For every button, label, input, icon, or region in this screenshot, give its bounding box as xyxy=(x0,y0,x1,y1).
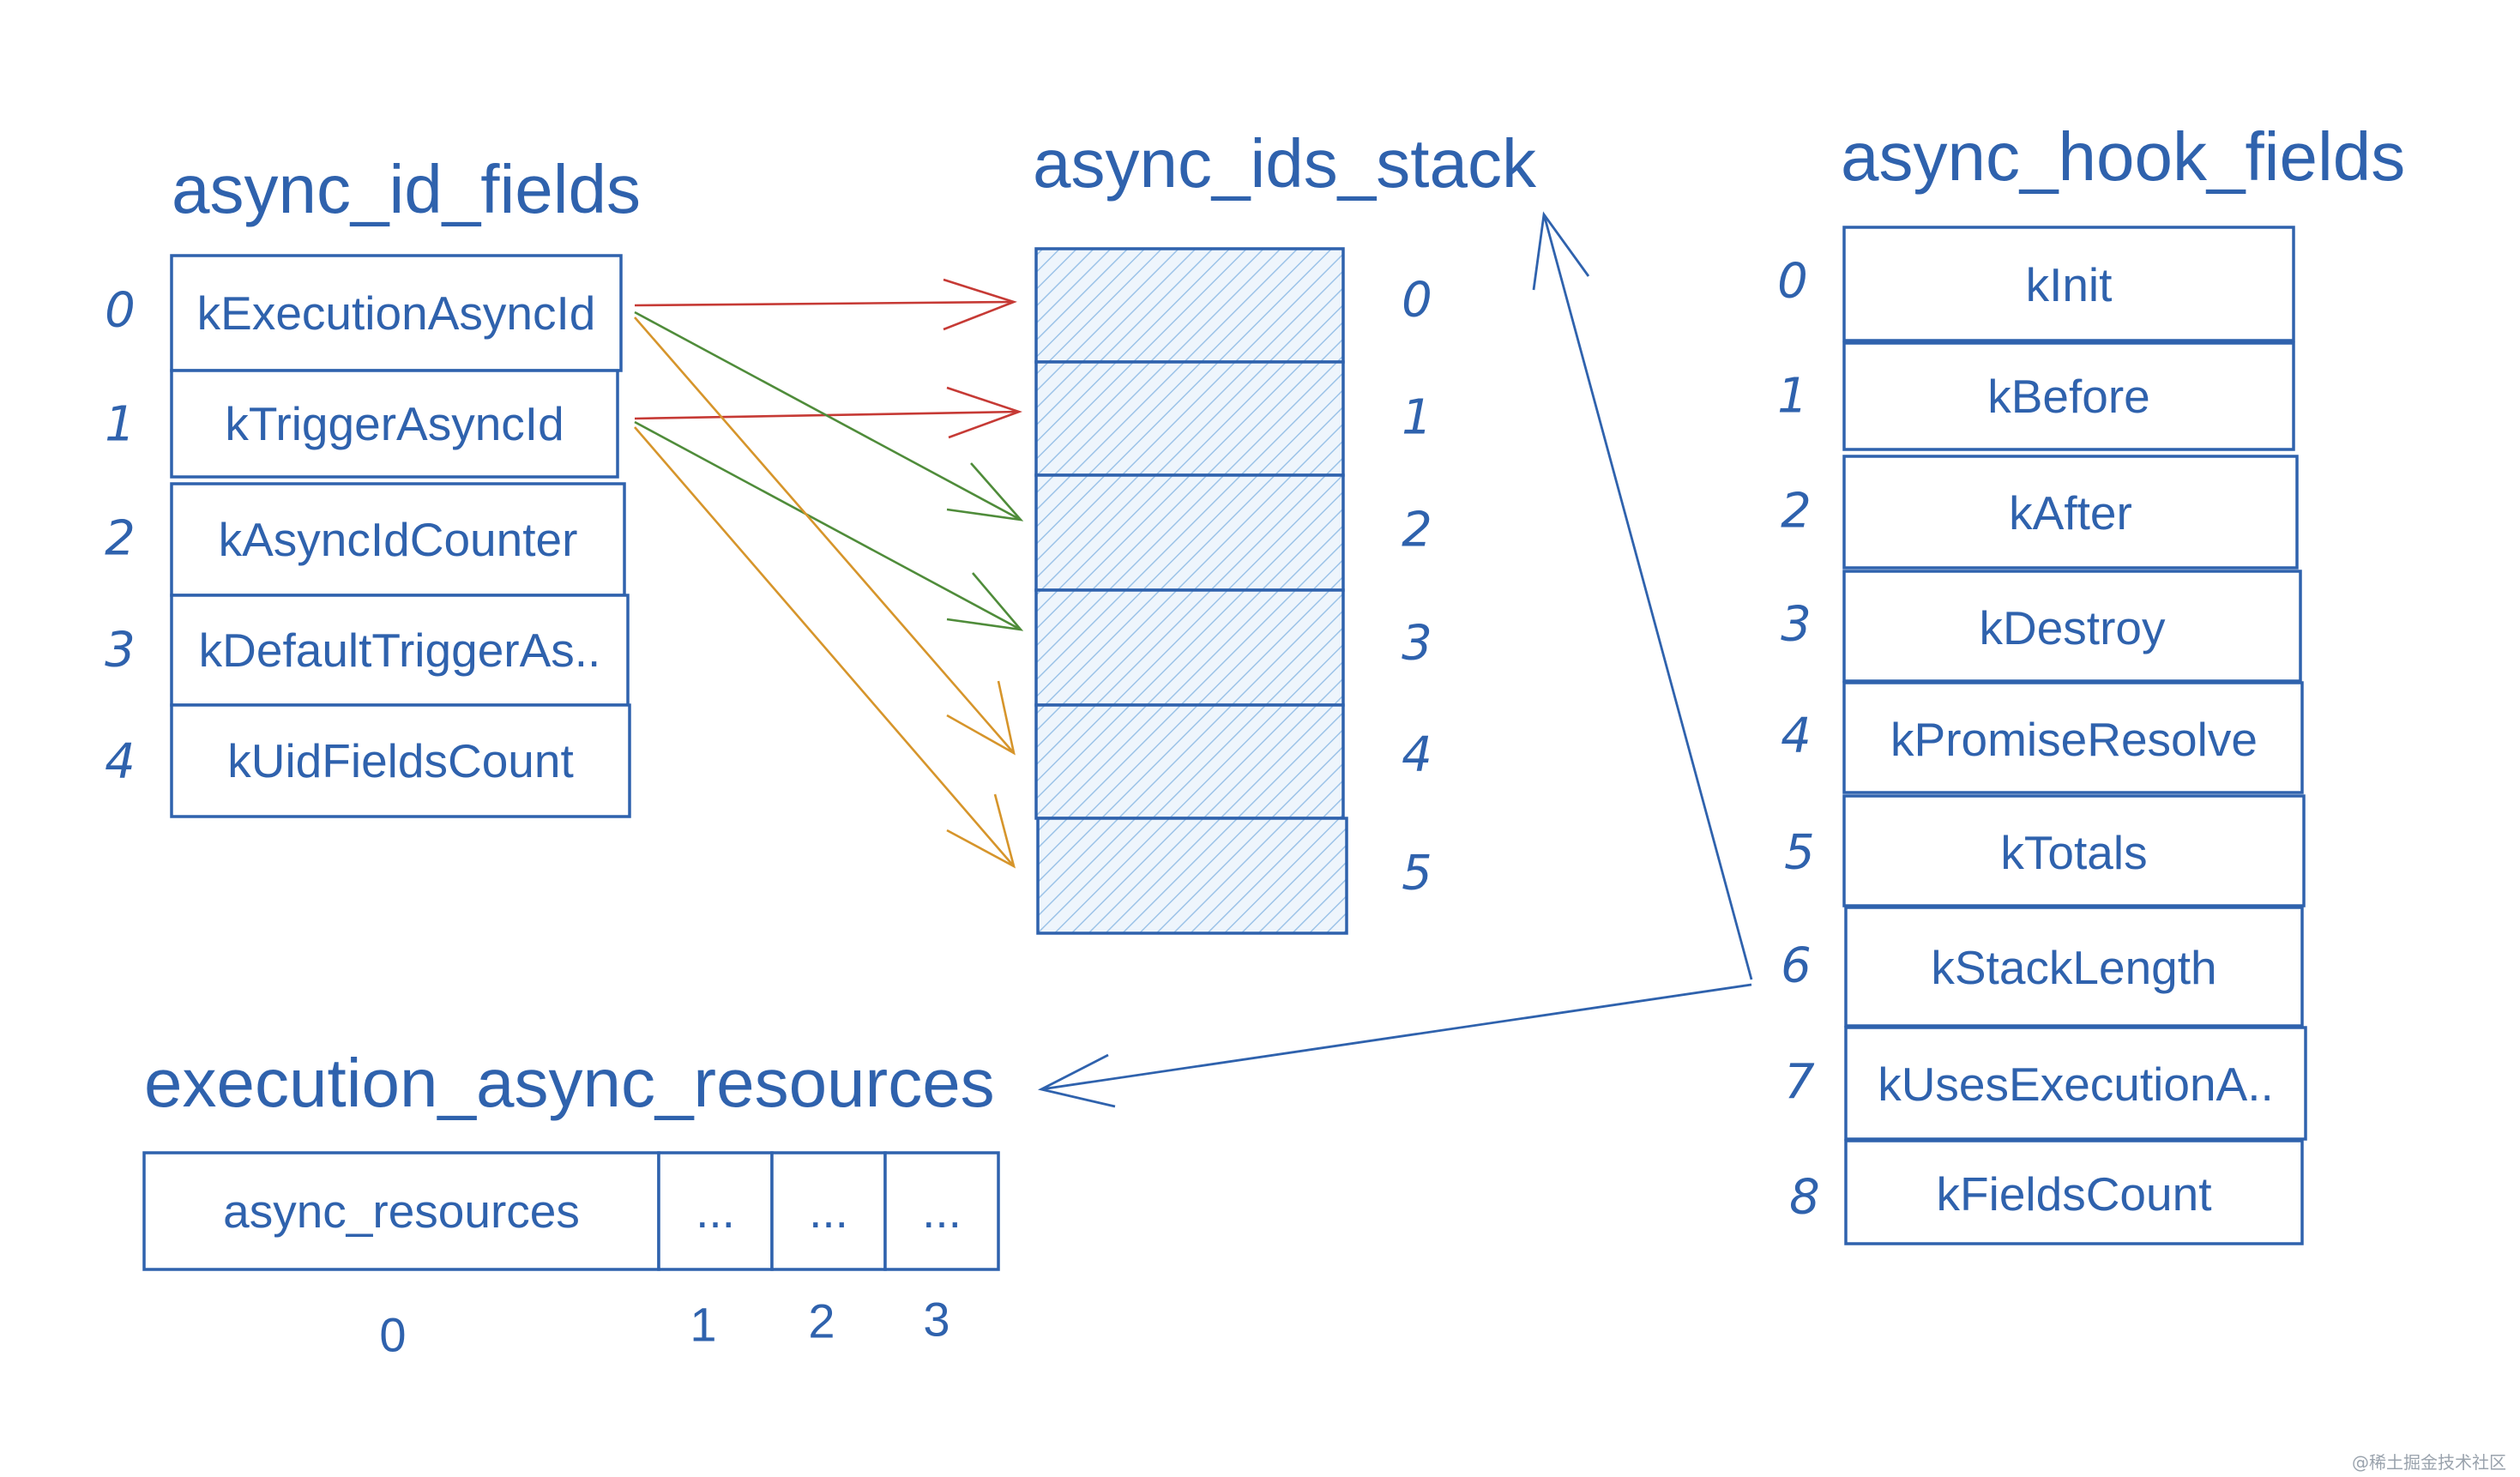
blue-arrow xyxy=(1532,211,1753,980)
async-hook-fields-title: async_hook_fields xyxy=(1841,118,2405,195)
async-hook-field-index: 1 xyxy=(1777,369,1808,425)
stack-slot xyxy=(1034,588,1345,707)
async-hook-field-label: kAfter xyxy=(2009,486,2132,540)
stack-slot-index: 4 xyxy=(1402,727,1432,783)
async-id-field-cell xyxy=(170,703,631,818)
resource-index: 0 xyxy=(379,1308,406,1362)
blue-arrow xyxy=(1037,983,1752,1108)
green-arrow xyxy=(634,420,1024,631)
async-hook-field-cell xyxy=(1842,226,2295,342)
resource-cell xyxy=(657,1151,774,1271)
async-id-field-label: kTriggerAsyncId xyxy=(225,397,564,450)
async-hook-field-label: kInit xyxy=(2026,258,2113,311)
stack-slot-index: 1 xyxy=(1402,390,1432,446)
resource-cell xyxy=(883,1151,1000,1271)
async-id-field-label: kDefaultTriggerAs.. xyxy=(199,624,601,677)
async-hook-field-label: kTotals xyxy=(2000,826,2147,879)
async-id-field-label: kAsyncIdCounter xyxy=(219,513,578,566)
async-hook-field-label: kDestroy xyxy=(1980,601,2166,654)
async-hook-field-index: 4 xyxy=(1781,708,1812,764)
async-hook-field-cell xyxy=(1842,794,2306,907)
stack-slot-index: 3 xyxy=(1402,616,1432,672)
async-hook-field-index: 6 xyxy=(1781,938,1812,994)
async-id-field-index: 4 xyxy=(105,734,136,790)
stack-slot xyxy=(1034,360,1345,477)
async-hook-field-cell xyxy=(1844,1026,2307,1141)
async-hook-field-index: 5 xyxy=(1784,825,1815,881)
watermark: @稀土掘金技术社区 xyxy=(2352,1452,2506,1473)
async-ids-stack-array: async_ids_stack 0 1 2 3 4 5 xyxy=(1033,125,1537,935)
async-id-field-cell xyxy=(170,482,626,597)
async-hook-field-cell xyxy=(1842,681,2304,794)
execution-async-resources-title: execution_async_resources xyxy=(144,1045,995,1121)
async-hook-field-cell xyxy=(1844,906,2304,1028)
async-ids-stack-title: async_ids_stack xyxy=(1033,125,1537,202)
async-hook-field-label: kStackLength xyxy=(1931,941,2216,994)
orange-arrow xyxy=(634,316,1016,756)
async-hook-field-cell xyxy=(1842,341,2295,451)
async-hook-field-cell xyxy=(1844,1139,2304,1245)
red-arrow xyxy=(634,386,1022,439)
async-id-field-cell xyxy=(170,594,630,707)
red-arrow xyxy=(634,278,1017,331)
resource-index: 1 xyxy=(690,1298,716,1352)
async-hook-field-index: 3 xyxy=(1781,597,1812,653)
async-id-field-index: 2 xyxy=(105,511,136,567)
stack-slot-index: 2 xyxy=(1402,503,1432,558)
async-hook-field-index: 7 xyxy=(1784,1055,1815,1111)
stack-slot xyxy=(1034,473,1345,592)
async-hook-field-label: kFieldsCount xyxy=(1937,1167,2212,1221)
async-hook-field-cell xyxy=(1842,570,2302,683)
stack-slot xyxy=(1034,247,1345,364)
async-hook-field-cell xyxy=(1842,455,2299,570)
async-hook-fields-array: async_hook_fields kInit kBefore kAfter k… xyxy=(1777,118,2405,1245)
async-hook-field-label: kUsesExecutionA.. xyxy=(1878,1058,2274,1111)
async-id-field-index: 3 xyxy=(105,623,136,678)
async-id-field-cell xyxy=(170,369,619,479)
async-hook-field-index: 2 xyxy=(1781,484,1812,540)
async-hook-field-label: kBefore xyxy=(1987,370,2150,423)
stack-slot xyxy=(1036,817,1348,935)
async-id-field-index: 1 xyxy=(105,397,136,453)
async-id-field-index: 0 xyxy=(105,283,136,339)
async-resources-label: async_resources xyxy=(223,1185,580,1238)
async-hook-field-index: 8 xyxy=(1789,1170,1820,1226)
async-id-fields-title: async_id_fields xyxy=(172,151,641,227)
stack-slot xyxy=(1034,703,1345,820)
resource-cell-label: ... xyxy=(696,1185,735,1238)
async-id-field-label: kUidFieldsCount xyxy=(227,734,574,787)
orange-arrow xyxy=(634,426,1016,869)
async-id-field-label: kExecutionAsyncId xyxy=(197,286,596,340)
resource-cell-label: ... xyxy=(922,1185,962,1238)
resource-cell-label: ... xyxy=(809,1185,848,1238)
async-hook-field-index: 0 xyxy=(1777,254,1808,310)
arrows xyxy=(634,211,1753,1108)
stack-slot-index: 0 xyxy=(1402,273,1432,329)
async-id-fields-array: async_id_fields kExecutionAsyncId kTrigg… xyxy=(105,151,641,818)
execution-async-resources-array: execution_async_resources async_resource… xyxy=(142,1045,1000,1362)
green-arrow xyxy=(634,310,1024,521)
async-id-field-cell xyxy=(170,254,623,372)
stack-slot-index: 5 xyxy=(1402,846,1432,901)
resource-cell xyxy=(770,1151,887,1271)
async-hook-field-label: kPromiseResolve xyxy=(1890,713,2258,766)
resource-index: 2 xyxy=(808,1294,835,1348)
resource-index: 3 xyxy=(923,1293,950,1347)
